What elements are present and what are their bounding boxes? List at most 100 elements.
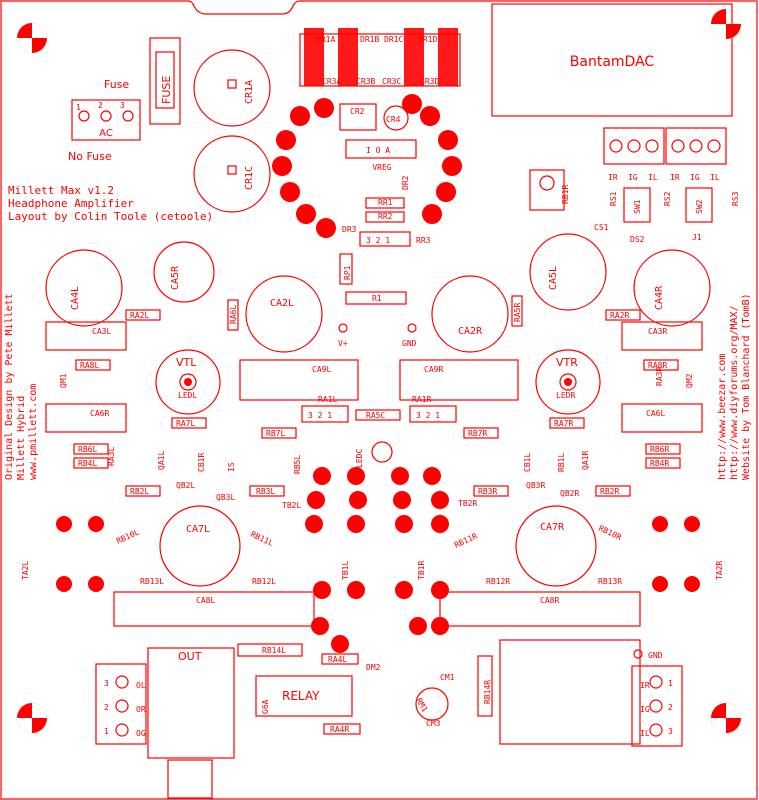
svg-text:I O A: I O A xyxy=(366,146,390,155)
ac-label: AC xyxy=(99,128,113,139)
svg-text:RB13L: RB13L xyxy=(140,577,164,586)
svg-text:RB7R: RB7R xyxy=(468,429,487,438)
svg-text:RB14R: RB14R xyxy=(483,680,492,704)
svg-text:CR1A: CR1A xyxy=(244,80,255,104)
credits-left: Original Design by Pete Millett Millett … xyxy=(4,293,39,480)
svg-text:CS1: CS1 xyxy=(594,223,609,232)
svg-text:RB10L: RB10L xyxy=(115,527,141,545)
svg-text:3 2 1: 3 2 1 xyxy=(416,411,440,420)
svg-text:CA2L: CA2L xyxy=(270,298,294,309)
tube-left-label: VTL xyxy=(176,356,197,369)
title-line-1: Millett Max v1.2 xyxy=(8,184,114,197)
svg-text:QB2L: QB2L xyxy=(176,481,195,490)
svg-text:SW2: SW2 xyxy=(695,199,704,214)
tube-right-label: VTR xyxy=(556,356,578,369)
svg-text:1: 1 xyxy=(104,727,109,736)
svg-text:QA1R: QA1R xyxy=(581,451,590,470)
svg-text:CB1L: CB1L xyxy=(523,453,532,472)
svg-text:CB1R: CB1R xyxy=(197,453,206,472)
svg-text:RA1R: RA1R xyxy=(412,395,431,404)
svg-text:CA5L: CA5L xyxy=(548,266,559,290)
dac-label: BantamDAC xyxy=(570,54,655,70)
svg-text:CA9R: CA9R xyxy=(424,365,443,374)
credit-left-1: Original Design by Pete Millett xyxy=(4,293,15,480)
svg-text:RB3L: RB3L xyxy=(256,487,275,496)
title-line-2: Headphone Amplifier xyxy=(8,197,134,210)
svg-text:RB3R: RB3R xyxy=(478,487,497,496)
svg-text:CA2R: CA2R xyxy=(458,326,483,337)
svg-text:TB1L: TB1L xyxy=(341,561,350,580)
svg-text:CA3R: CA3R xyxy=(648,327,667,336)
svg-text:RA2L: RA2L xyxy=(130,311,149,320)
bypass-caps-upper: CA4L CA5R CA5L CA4R CA2L CA2R xyxy=(45,233,711,353)
svg-text:RP1: RP1 xyxy=(343,265,352,280)
svg-text:RA7R: RA7R xyxy=(554,419,573,428)
svg-text:CA7L: CA7L xyxy=(186,524,210,535)
svg-text:CR3A: CR3A xyxy=(322,77,341,86)
svg-text:QM1: QM1 xyxy=(59,373,68,388)
gnd2-label: GND xyxy=(648,651,663,660)
svg-text:RB6L: RB6L xyxy=(78,445,97,454)
title-line-3: Layout by Colin Toole (cetoole) xyxy=(8,210,213,223)
svg-text:TB2R: TB2R xyxy=(458,499,477,508)
regulator-area: CR2 CR4 I O A VREG RR1 RR2 3 2 1 RR3 DR2… xyxy=(339,103,431,247)
svg-text:IL: IL xyxy=(648,173,658,182)
svg-text:CM3: CM3 xyxy=(426,719,441,728)
svg-text:RB14L: RB14L xyxy=(262,646,286,655)
svg-text:RB11L: RB11L xyxy=(249,530,275,548)
fuse-body-label: FUSE xyxy=(160,76,173,104)
reservoir-caps: CR1A CR1C xyxy=(193,49,271,213)
svg-text:RR1: RR1 xyxy=(378,198,393,207)
vplus-label: V+ xyxy=(338,339,348,348)
svg-text:RA7L: RA7L xyxy=(176,419,195,428)
svg-text:RB1L: RB1L xyxy=(557,453,566,472)
svg-text:TB2L: TB2L xyxy=(282,501,301,510)
svg-text:RA8L: RA8L xyxy=(80,361,99,370)
svg-text:RA4L: RA4L xyxy=(328,655,347,664)
svg-text:RA3R: RA3R xyxy=(655,367,664,386)
svg-text:TA2L: TA2L xyxy=(21,561,30,580)
title-block: Millett Max v1.2 Headphone Amplifier Lay… xyxy=(8,184,213,223)
svg-text:2: 2 xyxy=(104,703,109,712)
svg-text:J1: J1 xyxy=(692,233,702,242)
svg-text:DR1C: DR1C xyxy=(384,35,403,44)
svg-text:DR1D: DR1D xyxy=(418,35,437,44)
svg-text:RA2R: RA2R xyxy=(610,311,629,320)
credit-right-2: http://www.diyforums.org/MAX/ xyxy=(729,305,740,480)
fuse-label: Fuse xyxy=(104,78,129,91)
svg-text:DS2: DS2 xyxy=(630,235,645,244)
svg-text:CA9L: CA9L xyxy=(312,365,331,374)
svg-text:RB13R: RB13R xyxy=(598,577,622,586)
svg-text:CR4: CR4 xyxy=(386,115,401,124)
credit-right-1: http://www.beezar.com xyxy=(717,354,728,480)
relay-label: RELAY xyxy=(282,689,320,703)
svg-text:IG: IG xyxy=(640,705,650,714)
svg-text:OR: OR xyxy=(136,705,146,714)
dac-module: BantamDAC xyxy=(491,3,733,117)
svg-text:RA8R: RA8R xyxy=(648,361,667,370)
svg-text:SW1: SW1 xyxy=(633,199,642,214)
svg-text:DR2: DR2 xyxy=(401,175,410,190)
svg-text:QB3L: QB3L xyxy=(216,493,235,502)
svg-text:QA1L: QA1L xyxy=(157,451,166,470)
svg-text:RA5R: RA5R xyxy=(513,303,522,322)
svg-text:IR: IR xyxy=(640,681,650,690)
output-area: 3 2 1 OL OR OG OUT RELAY G6A DM2 CM3 CM1 xyxy=(95,647,455,799)
svg-text:RS1: RS1 xyxy=(609,191,618,206)
svg-text:RB10R: RB10R xyxy=(597,524,623,542)
svg-text:R1: R1 xyxy=(372,294,382,303)
svg-text:3 2 1: 3 2 1 xyxy=(366,236,390,245)
svg-text:IR: IR xyxy=(608,173,618,182)
no-fuse-label: No Fuse xyxy=(68,150,112,163)
ac-input-block: Fuse 1 2 3 AC No Fuse FUSE xyxy=(68,37,181,163)
svg-text:CA4R: CA4R xyxy=(654,285,665,310)
svg-text:CR3C: CR3C xyxy=(382,77,401,86)
svg-text:RR3: RR3 xyxy=(416,236,431,245)
svg-text:IG: IG xyxy=(628,173,638,182)
svg-text:CR1C: CR1C xyxy=(244,166,255,190)
svg-text:RB4R: RB4R xyxy=(650,459,669,468)
svg-text:RR2: RR2 xyxy=(378,212,393,221)
svg-text:TB1R: TB1R xyxy=(417,561,426,580)
